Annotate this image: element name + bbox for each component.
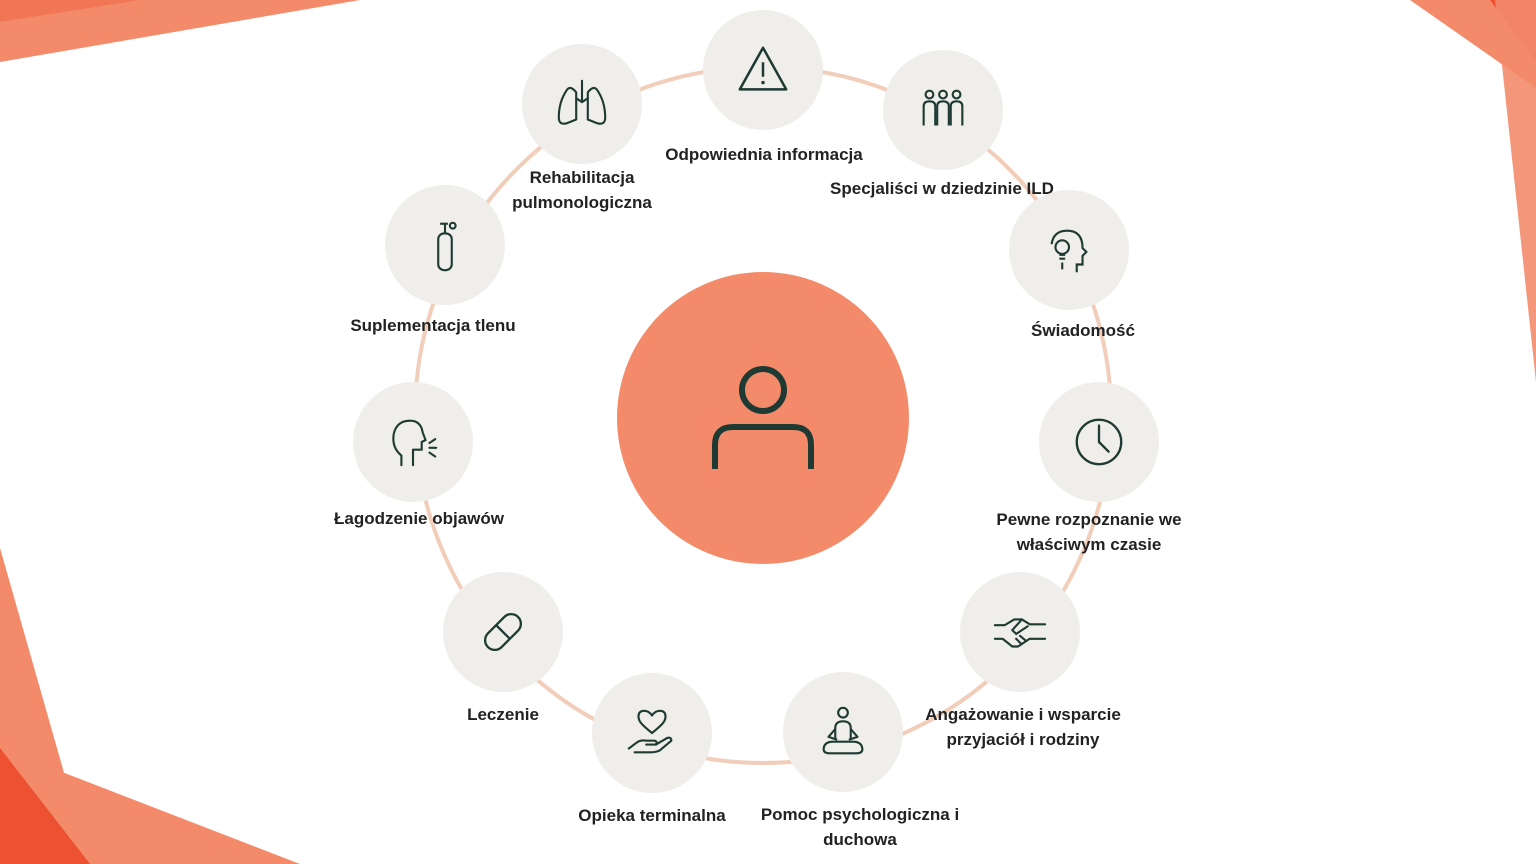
label-rehabilitacja-pulmonologiczna: Rehabilitacja pulmonologiczna <box>512 168 652 212</box>
label-pomoc-psychologiczna: Pomoc psychologiczna i duchowa <box>760 805 960 849</box>
handshake-icon <box>993 618 1047 648</box>
pill-icon <box>483 612 523 652</box>
person-icon <box>712 366 814 469</box>
node-suplementacja-tlenu <box>385 185 505 305</box>
node-pewne-rozpoznanie <box>1039 382 1159 502</box>
label-swiadomosc: Świadomość <box>1031 321 1135 340</box>
node-pomoc-psychologiczna <box>783 672 903 792</box>
node-rehabilitacja-pulmonologiczna <box>522 44 642 164</box>
node-angazowanie <box>960 572 1080 692</box>
label-angazowanie: Angażowanie i wsparcie przyjaciół i rodz… <box>925 705 1121 749</box>
warning-icon <box>738 46 788 91</box>
node-odpowiednia-informacja <box>703 10 823 130</box>
head-breath-icon <box>392 419 438 467</box>
meditation-icon <box>822 706 864 755</box>
label-pewne-rozpoznanie: Pewne rozpoznanie we właściwym czasie <box>996 510 1182 554</box>
label-suplementacja-tlenu: Suplementacja tlenu <box>350 316 516 335</box>
label-odpowiednia-informacja: Odpowiednia informacja <box>665 145 863 164</box>
label-specjalisci-ild: Specjaliści w dziedzinie ILD <box>830 179 1054 198</box>
node-specjalisci-ild <box>883 50 1003 170</box>
node-swiadomosc <box>1009 190 1129 310</box>
node-opieka-terminalna <box>592 673 712 793</box>
center-person-circle <box>617 272 909 564</box>
lungs-icon <box>557 79 607 125</box>
label-leczenie: Leczenie <box>467 705 539 724</box>
label-opieka-terminalna: Opieka terminalna <box>578 806 726 825</box>
node-lagodzenie-objawow <box>353 382 473 502</box>
oxygen-tank-icon <box>437 221 457 272</box>
node-leczenie <box>443 572 563 692</box>
clock-icon <box>1075 418 1123 466</box>
heart-hand-icon <box>627 709 673 754</box>
group-icon <box>922 89 964 126</box>
label-lagodzenie-objawow: Łagodzenie objawów <box>333 509 504 528</box>
head-lightbulb-icon <box>1050 229 1088 273</box>
